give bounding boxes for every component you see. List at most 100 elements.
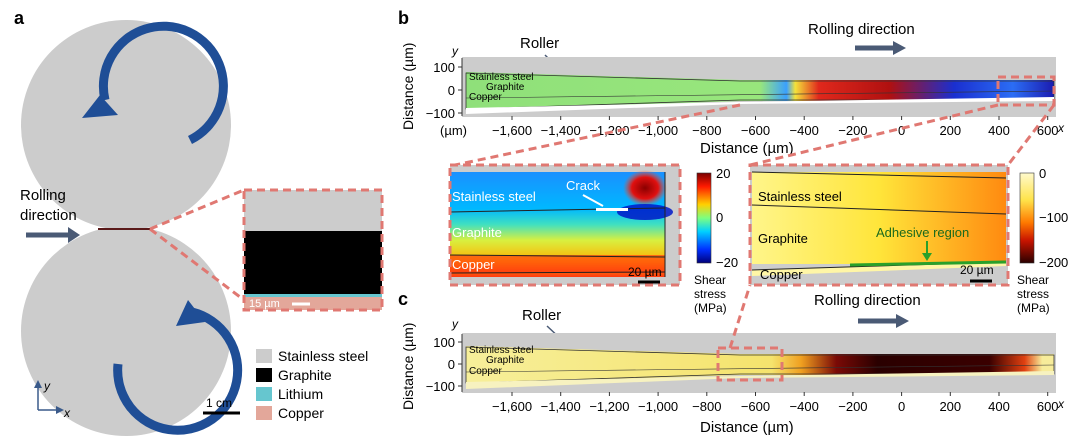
axis-y-letter-b: y [451,44,459,58]
rolling-label: Rolling [20,187,66,204]
roller-bottom-b [466,101,1054,116]
axis-y-arrowhead-icon [34,380,42,388]
colorbar-tick: −200 [1039,255,1068,270]
legend-swatch-graphite [256,368,272,382]
x-tick-label: 400 [988,123,1010,138]
y-tick-label: −100 [426,106,455,121]
bottom-roller [21,226,231,436]
legend-swatch-lithium [256,387,272,401]
x-tick-label: −600 [741,399,770,414]
x-tick-label: −400 [790,123,819,138]
inset-right-copper [752,262,1006,276]
x-tick-label: −1,000 [638,123,678,138]
x-tick-label: −1,600 [492,123,532,138]
copper-sliver-c [466,371,1054,389]
x-tick-label: −200 [838,123,867,138]
inset-right-graphite-label: Graphite [758,231,808,246]
interface-line [449,254,666,258]
zoom-region-b [996,75,1056,107]
legend-label: Stainless steel [278,348,368,364]
inset-left-copper [450,255,665,273]
crack-mark [596,208,628,211]
scale-bar-label: 1 cm [206,396,232,410]
colorbar-tick: 0 [1039,166,1046,181]
legend-label: Copper [278,405,324,421]
legend-swatch-stainless-steel [256,349,272,363]
direction-label: direction [20,207,77,224]
legend-label: Lithium [278,386,323,402]
interface-line [751,171,1007,179]
legend-swatch-copper [256,406,272,420]
xlabel-c: Distance (µm) [700,419,794,436]
layer-interface [465,364,1055,373]
layer-label-graphite: Graphite [486,82,525,93]
zoom-graphite-layer [244,231,382,294]
y-tick-label: 0 [448,83,455,98]
roller-label: Roller [522,307,561,324]
adhesive-label: Adhesive region [876,225,969,240]
colorbar-tick: 0 [716,210,723,225]
colorbar-tick: 20 [716,166,730,181]
layer-label-copper: Copper [469,92,502,103]
hotspot [623,170,667,206]
counterclockwise-rotation-arrow-icon [113,307,243,435]
axis-y-letter-c: y [451,317,459,331]
x-tick-label: 600 [1037,123,1059,138]
inset-left-copper-label: Copper [452,257,495,272]
ylabel-c: Distance (µm) [400,323,416,410]
clockwise-rotation-arrow-icon [98,21,228,145]
x-tick-label: 400 [988,399,1010,414]
ylabel-b: Distance (µm) [400,43,416,130]
x-tick-label: −400 [790,399,819,414]
interface-line [751,204,1007,215]
layer-interface [465,90,1055,99]
interface-line [449,271,666,274]
inset-left-graphite-label: Graphite [452,225,502,240]
x-tick-label: −1,000 [638,399,678,414]
inset-right-copper-label: Copper [760,267,803,282]
y-tick-label: 100 [433,335,455,350]
crack-label: Crack [566,178,600,193]
zoom-region-c [716,346,784,382]
layer-label-stainless: Stainless steel [469,72,533,83]
interface-line [449,207,666,213]
roller-label: Roller [520,35,559,52]
zoom-scale-label: 15 µm [249,298,280,310]
adhesive-arrowhead-icon [922,253,932,261]
y-tick-label: 100 [433,60,455,75]
unit-label-b: (µm) [440,123,467,138]
x-ticks-c: −1,600−1,400−1,200−1,000−800−600−400−200… [492,392,1059,414]
inset-right-scale-label: 20 µm [960,263,994,277]
x-tick-label: −1,200 [589,399,629,414]
colorbar-jet [696,172,712,264]
roller-bottom-c [466,375,1054,392]
axis-y-letter: y [43,379,51,393]
axis-x-arrowhead-icon [56,406,64,414]
top-roller [21,20,231,230]
copper-sliver-b [466,97,1054,114]
zoom-guide-b-to-left-inset [454,103,741,167]
inset-right-stainless-label: Stainless steel [758,189,842,204]
inset-right-frame [748,163,1010,287]
colorbar-title: Shear [1017,273,1049,287]
x-tick-label: −800 [692,123,721,138]
zoom-copper-layer [244,297,382,310]
panel-letter-a: a [14,8,25,28]
roller-top-b [466,58,1054,80]
x-tick-label: −1,600 [492,399,532,414]
inset-left-stainless-label: Stainless steel [452,189,536,204]
y-ticks-b: 100 0 −100 [426,60,462,121]
inset-right-field [752,172,1006,264]
zoom-inset-right: Stainless steel Graphite Adhesive region… [748,163,1068,315]
legend: Stainless steel Graphite Lithium Copper [256,348,368,421]
panel-c: c Roller Rolling direction Stainless ste… [398,284,1065,436]
adhesive-region-band [849,260,1007,267]
x-tick-label: −1,400 [541,399,581,414]
layer-label-stainless: Stainless steel [469,345,533,356]
rolling-direction-arrowhead-icon [893,41,906,55]
zoom-inset-frame [242,188,384,312]
x-tick-label: −1,400 [541,123,581,138]
x-tick-label: 600 [1037,399,1059,414]
panel-letter-b: b [398,8,409,28]
